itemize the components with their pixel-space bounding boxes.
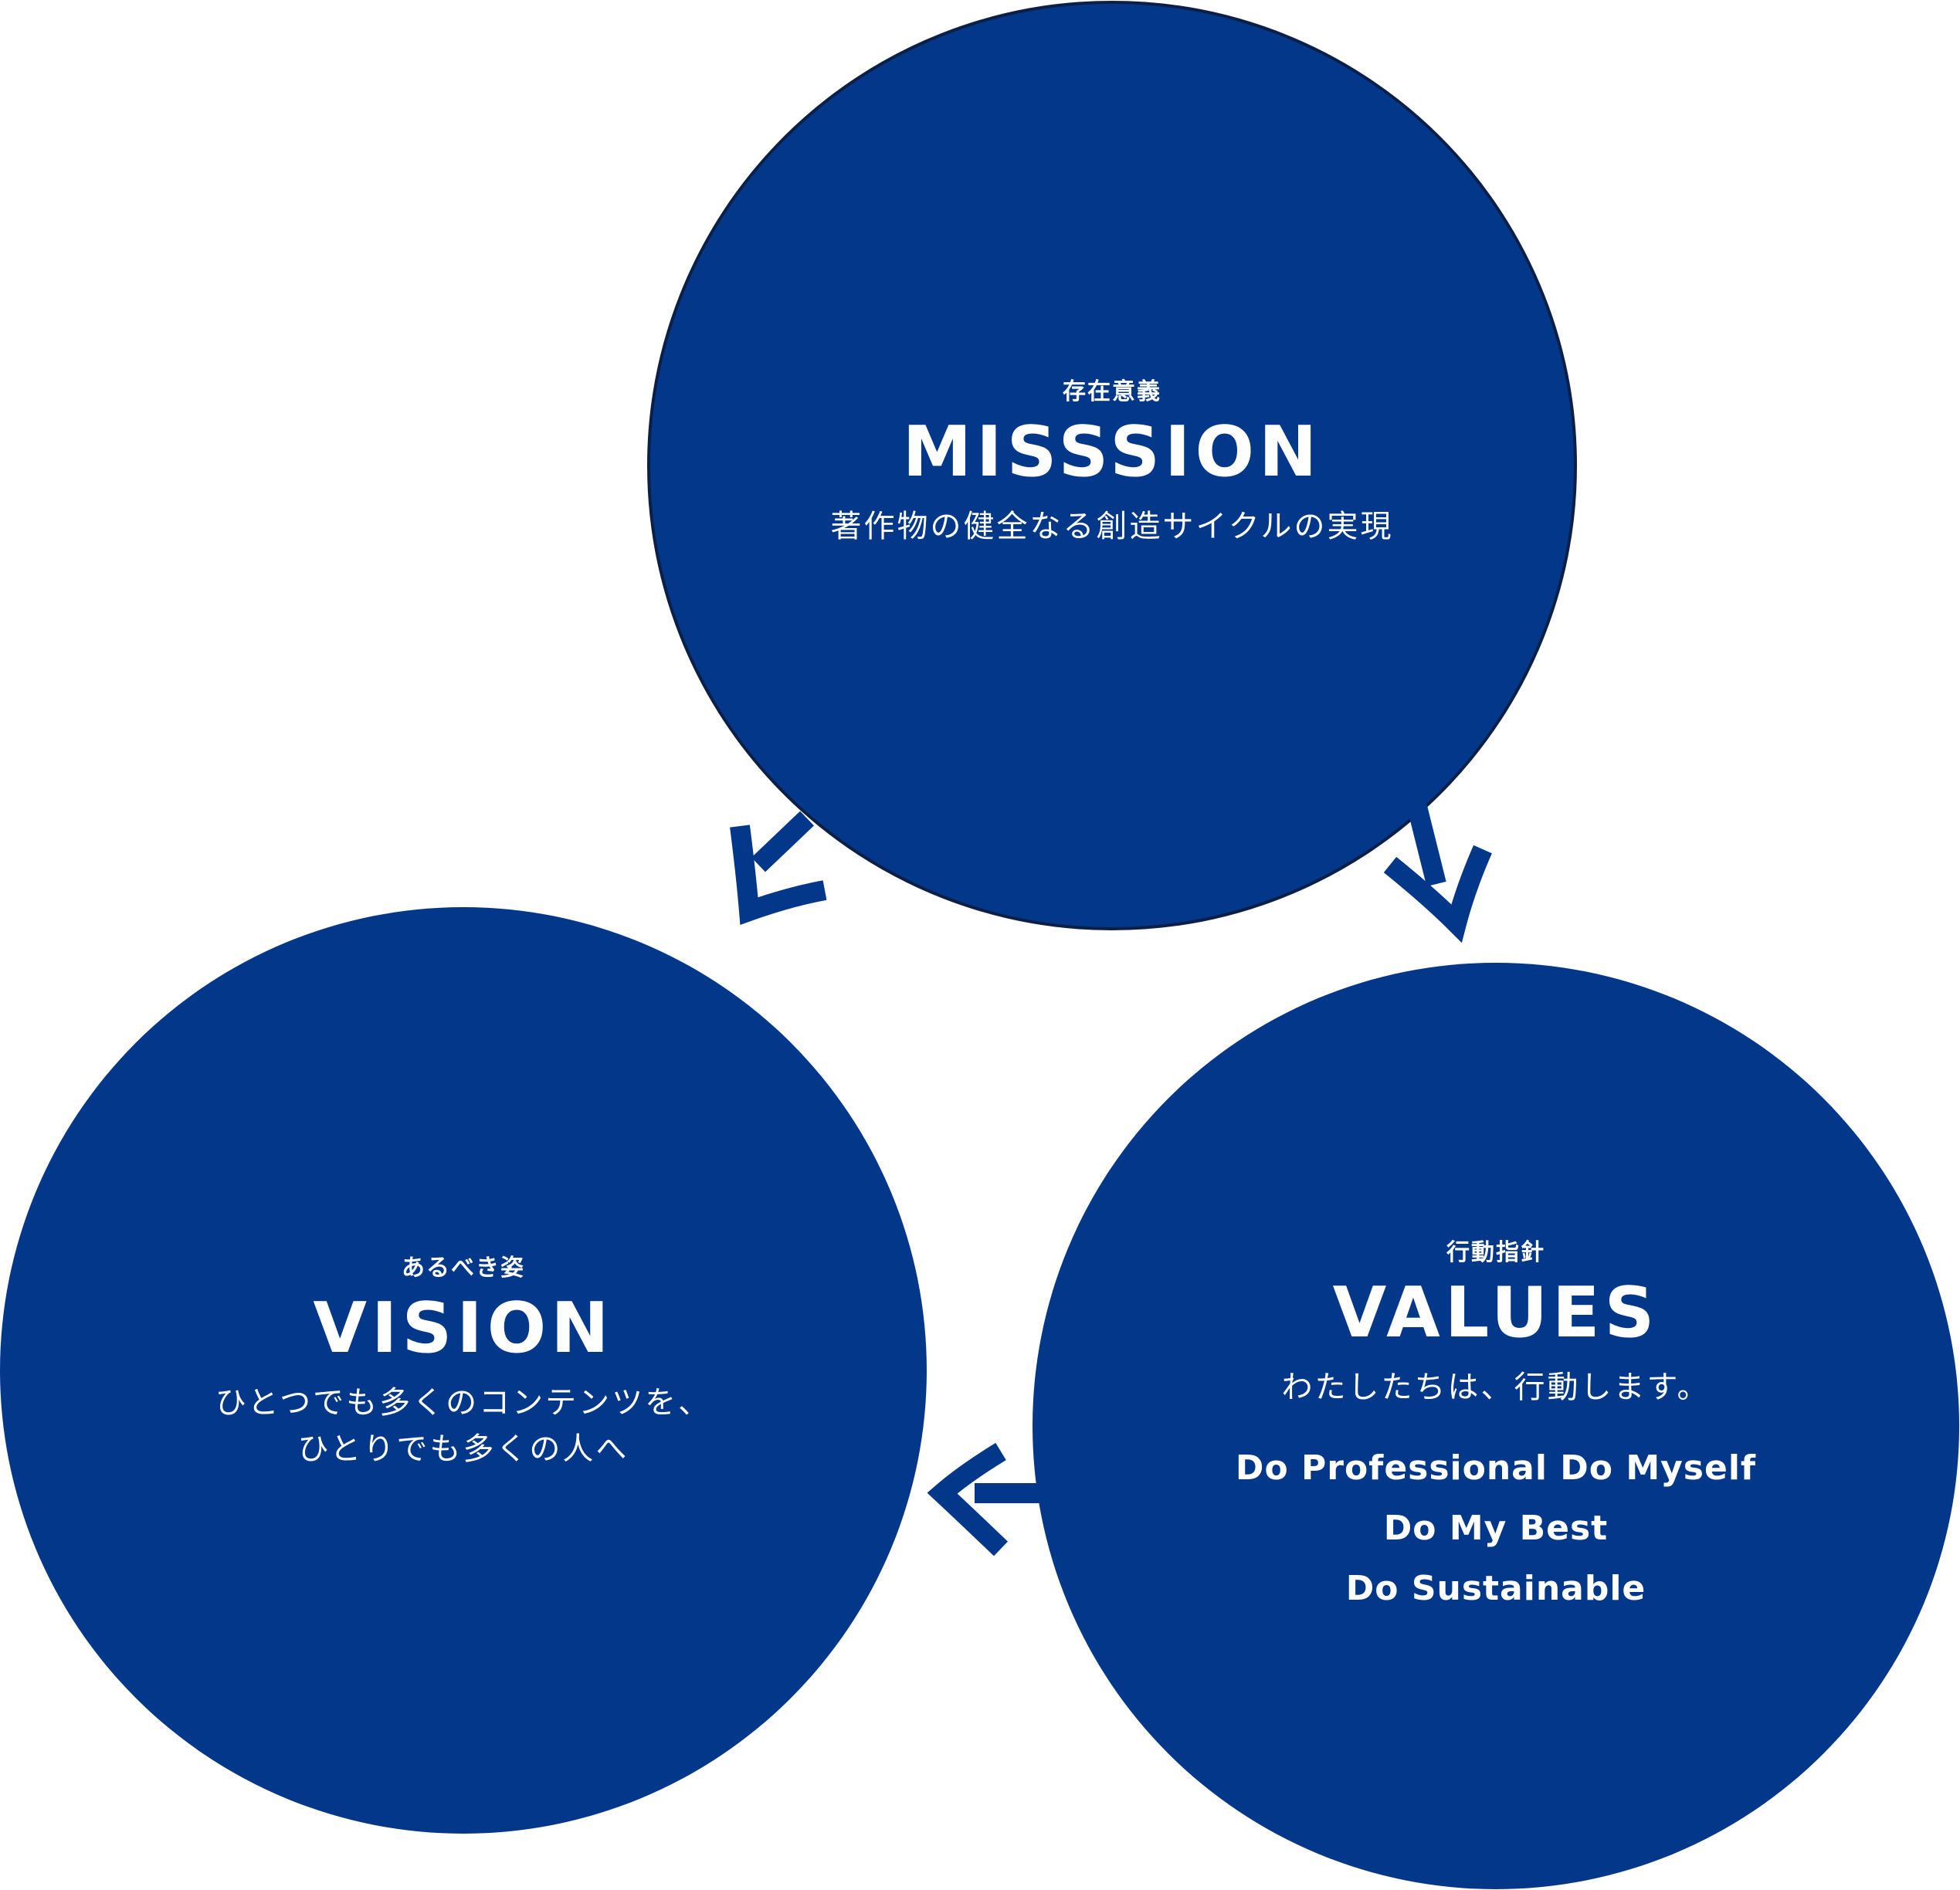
values-title: VALUES	[1332, 1272, 1660, 1353]
vision-description-line: ひとつでも多くのコンテンツを、	[215, 1384, 712, 1421]
mission-description: 著作物の健全なる創造サイクルの実現	[830, 508, 1394, 544]
vision-description: ひとつでも多くのコンテンツを、 ひとりでも多くの人へ	[215, 1380, 711, 1472]
values-list: Do Professional Do Myself Do My Best Do …	[1236, 1438, 1756, 1619]
vision-content: あるべき姿 VISION ひとつでも多くのコンテンツを、 ひとりでも多くの人へ	[215, 1248, 711, 1472]
mission-label: 存在意義	[1063, 378, 1161, 405]
values-list-item: Do Professional Do Myself	[1235, 1448, 1757, 1488]
arrow-shaft	[1407, 804, 1446, 887]
arrow-head	[927, 1442, 1008, 1556]
vision-title: VISION	[313, 1288, 614, 1369]
values-list-item: Do Sustainable	[1345, 1568, 1646, 1608]
values-label: 行動指針	[1446, 1239, 1545, 1266]
vision-label: あるべき姿	[401, 1255, 525, 1282]
values-content: 行動指針 VALUES わたしたちは、行動します。 Do Professiona…	[1236, 1233, 1756, 1619]
arrow-values-to-vision	[927, 1442, 1043, 1556]
mission-content: 存在意義 MISSSION 著作物の健全なる創造サイクルの実現	[831, 372, 1394, 550]
arrow-head	[1383, 845, 1492, 943]
arrow-shaft	[751, 811, 814, 872]
arrow-mission-to-values	[1383, 804, 1492, 943]
values-list-item: Do My Best	[1383, 1508, 1609, 1548]
arrow-head	[730, 825, 827, 925]
vision-circle	[0, 907, 927, 1834]
mission-circle	[647, 1, 1577, 930]
vision-description-line: ひとりでも多くの人へ	[297, 1431, 629, 1467]
values-description: わたしたちは、行動します。	[1281, 1369, 1711, 1405]
mission-title: MISSSION	[902, 412, 1322, 493]
values-circle	[1033, 963, 1959, 1889]
arrow-mission-to-vision	[730, 811, 827, 925]
